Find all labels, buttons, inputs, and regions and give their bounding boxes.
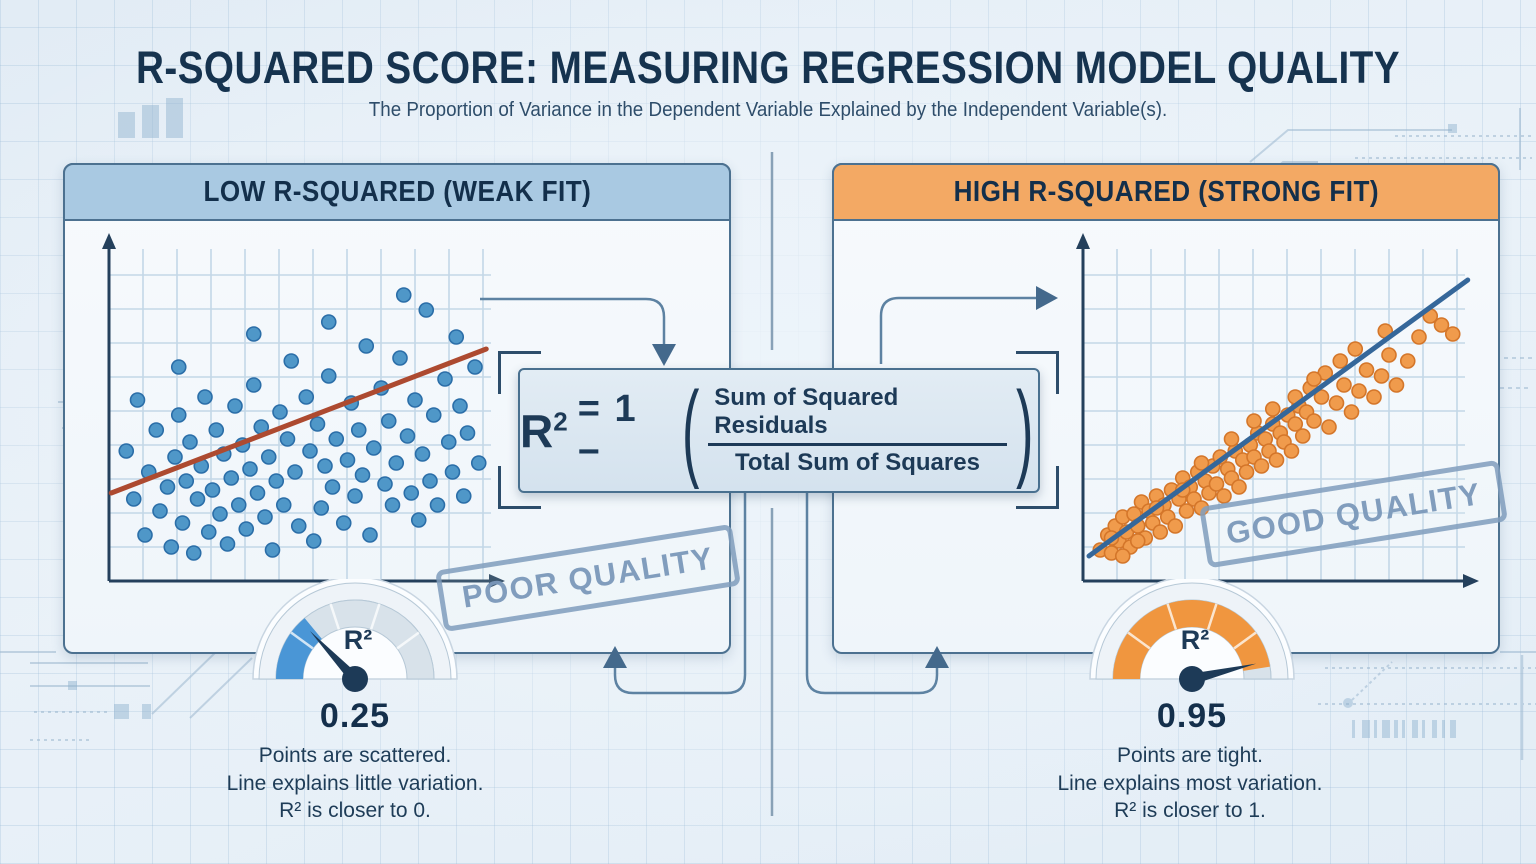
svg-text:R²: R² xyxy=(344,625,373,655)
svg-text:R²: R² xyxy=(1181,625,1210,655)
formula-denominator: Total Sum of Squares xyxy=(735,449,980,476)
formula-lhs: R2 xyxy=(520,404,568,457)
r-squared-gauge-high: R² xyxy=(1089,579,1295,692)
panel-header-high: HIGH R-SQUARED (STRONG FIT) xyxy=(832,163,1500,221)
formula-numerator: Sum of Squared Residuals xyxy=(714,384,899,439)
page-subtitle: The Proportion of Variance in the Depend… xyxy=(368,99,1168,121)
description-low-line1: Points are scattered. xyxy=(258,744,452,767)
formula-fraction: Sum of Squared Residuals Total Sum of Sq… xyxy=(708,383,1007,478)
description-high: Points are tight. Line explains most var… xyxy=(1010,742,1370,825)
r-squared-formula-box: R2 = 1 − ( Sum of Squared Residuals Tota… xyxy=(518,368,1040,493)
formula-close-paren: ) xyxy=(1015,370,1034,491)
scatter-plot-weak-fit xyxy=(102,233,505,588)
formula-equals: = 1 − xyxy=(577,387,638,473)
description-low-line3: R² is closer to 0. xyxy=(279,799,431,823)
formula-corner-bracket xyxy=(1016,466,1059,509)
fraction-bar xyxy=(708,443,1007,446)
gauge-value-high: 0.95 xyxy=(1156,697,1228,735)
panel-header-low: LOW R-SQUARED (WEAK FIT) xyxy=(63,163,731,221)
gauge-value-low: 0.25 xyxy=(319,697,391,735)
formula-corner-bracket xyxy=(498,351,541,394)
description-low: Points are scattered. Line explains litt… xyxy=(175,742,535,825)
r-squared-gauge-low: R² xyxy=(252,579,458,692)
description-high-line2: Line explains most variation. xyxy=(1057,771,1323,795)
scatter-plot-strong-fit xyxy=(1076,233,1479,588)
formula-open-paren: ( xyxy=(681,370,700,491)
page-title: R-SQUARED SCORE: MEASURING REGRESSION MO… xyxy=(135,42,1400,93)
formula-corner-bracket xyxy=(498,466,541,509)
panel-header-high-label: HIGH R-SQUARED (STRONG FIT) xyxy=(953,175,1379,208)
panel-header-low-label: LOW R-SQUARED (WEAK FIT) xyxy=(203,175,591,208)
description-high-line3: R² is closer to 1. xyxy=(1114,799,1266,823)
description-low-line2: Line explains little variation. xyxy=(226,771,484,795)
description-high-line1: Points are tight. xyxy=(1117,744,1263,767)
